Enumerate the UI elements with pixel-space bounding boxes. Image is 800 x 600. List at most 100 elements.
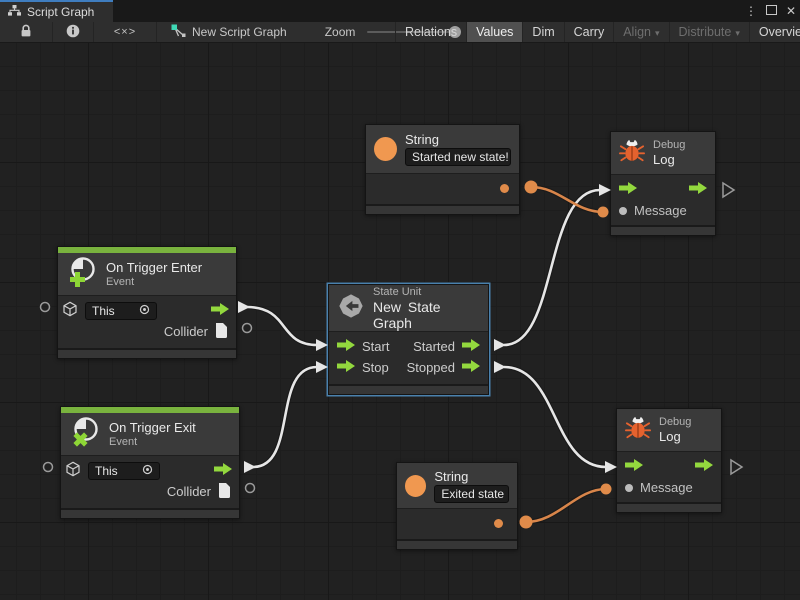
wire-arrow	[494, 361, 506, 373]
event-accent-bar	[61, 407, 239, 413]
carry-button[interactable]: Carry	[563, 22, 614, 42]
wire-stopped-to-debug-bottom[interactable]	[503, 365, 607, 469]
collider-label: Collider	[163, 324, 208, 339]
collider-file-icon[interactable]	[218, 482, 231, 502]
chevron-down-icon: ▾	[735, 28, 740, 38]
zoom-label: Zoom	[324, 25, 356, 39]
wire-trigger-exit-to-stop[interactable]	[252, 365, 318, 469]
relations-button[interactable]: Relations	[395, 22, 466, 42]
node-header[interactable]: State Unit New State Graph	[329, 285, 488, 331]
wire-string-top-to-message[interactable]	[530, 185, 604, 214]
node-on-trigger-exit[interactable]: On Trigger Exit Event This	[60, 406, 240, 519]
flow-input-port[interactable]	[619, 182, 637, 197]
window-menu-button[interactable]: ⋮	[744, 4, 757, 18]
wire-string-bottom-to-message[interactable]	[525, 487, 607, 524]
node-port-area	[366, 173, 519, 204]
unconnected-flow-out-port[interactable]	[722, 181, 736, 199]
message-label: Message	[634, 203, 687, 218]
node-state-unit[interactable]: State Unit New State Graph Start Started	[328, 284, 489, 395]
node-string-top[interactable]: String Started new state!	[365, 124, 520, 215]
state-unit-icon	[337, 292, 365, 325]
graph-canvas[interactable]: String Started new state!	[0, 43, 800, 600]
distribute-dropdown[interactable]: Distribute ▾	[668, 22, 749, 42]
unconnected-flow-out-port[interactable]	[730, 458, 744, 476]
zoom-slider[interactable]	[367, 26, 462, 38]
tab-bar: Script Graph ⋮ ✕	[0, 0, 800, 22]
code-preview-button[interactable]: <×>	[94, 22, 156, 42]
node-header[interactable]: String Exited state	[397, 463, 517, 508]
info-button[interactable]	[53, 22, 93, 42]
node-debug-log-top[interactable]: Debug Log Message	[610, 131, 716, 236]
unconnected-collider-port[interactable]	[244, 482, 256, 494]
align-dropdown[interactable]: Align ▾	[613, 22, 668, 42]
wire-arrow	[238, 301, 250, 313]
unconnected-this-port[interactable]	[39, 301, 51, 313]
dim-button[interactable]: Dim	[522, 22, 563, 42]
node-footer	[61, 508, 239, 518]
wire-arrow	[316, 361, 328, 373]
node-header[interactable]: String Started new state!	[366, 125, 519, 173]
message-input-port[interactable]	[625, 483, 633, 492]
node-footer	[617, 502, 721, 512]
flow-input-port[interactable]	[337, 339, 355, 354]
message-input-port[interactable]	[619, 206, 627, 215]
wire-trigger-enter-to-start[interactable]	[246, 305, 318, 347]
wire-arrow	[244, 461, 256, 473]
this-object-field[interactable]: This	[85, 301, 157, 320]
graph-breadcrumb[interactable]: New Script Graph	[171, 24, 287, 41]
wire-value-endpoint	[600, 483, 612, 495]
collider-file-icon[interactable]	[215, 322, 228, 342]
wire-arrow	[316, 339, 328, 351]
tab-script-graph[interactable]: Script Graph	[0, 0, 113, 22]
lock-button[interactable]	[0, 22, 52, 42]
node-string-bottom[interactable]: String Exited state	[396, 462, 518, 550]
flow-input-port[interactable]	[337, 360, 355, 375]
graph-name-label: New Script Graph	[192, 25, 287, 39]
this-object-field[interactable]: This	[88, 461, 160, 480]
flow-input-port[interactable]	[625, 459, 643, 474]
node-title: String	[404, 132, 439, 147]
wire-arrow	[494, 339, 506, 351]
node-port-area: This Collider	[61, 455, 239, 508]
node-port-area: This Collider	[58, 295, 236, 348]
flow-output-port[interactable]	[211, 303, 229, 318]
flow-output-port[interactable]	[695, 459, 713, 474]
node-title: String	[434, 468, 469, 484]
node-footer	[329, 384, 488, 394]
flow-output-port[interactable]	[462, 360, 480, 375]
flow-output-port[interactable]	[214, 463, 232, 478]
node-debug-log-bottom[interactable]: Debug Log Message	[616, 408, 722, 513]
flow-output-port[interactable]	[689, 182, 707, 197]
toolbar-right-group: Relations Values Dim Carry Align ▾ Distr…	[395, 22, 800, 42]
bug-icon	[619, 138, 645, 169]
object-picker-icon[interactable]	[142, 464, 153, 478]
stopped-port-label: Stopped	[406, 360, 455, 375]
node-footer	[397, 539, 517, 549]
string-value-input[interactable]: Started new state!	[404, 148, 511, 166]
node-header[interactable]: On Trigger Exit Event	[61, 413, 239, 455]
flow-output-port[interactable]	[462, 339, 480, 354]
node-on-trigger-enter[interactable]: On Trigger Enter Event This	[57, 246, 237, 359]
node-header[interactable]: Debug Log	[611, 132, 715, 174]
node-subtitle: Event	[106, 276, 135, 288]
info-icon	[66, 24, 80, 41]
unconnected-collider-port[interactable]	[241, 322, 253, 334]
object-picker-icon[interactable]	[139, 304, 150, 318]
node-header[interactable]: Debug Log	[617, 409, 721, 451]
wire-value-endpoint	[519, 515, 533, 529]
message-label: Message	[640, 480, 693, 495]
values-button[interactable]: Values	[466, 22, 523, 42]
string-value-input[interactable]: Exited state	[434, 484, 509, 503]
stop-port-label: Stop	[362, 360, 389, 375]
zoom-slider-handle[interactable]	[449, 26, 462, 38]
unconnected-this-port[interactable]	[42, 461, 54, 473]
maximize-button[interactable]	[765, 0, 777, 22]
trigger-exit-icon	[69, 416, 101, 453]
node-subtitle: Event	[109, 436, 138, 448]
node-title: On Trigger Enter	[106, 260, 203, 275]
string-output-port[interactable]	[494, 519, 503, 528]
overview-button[interactable]: Overview	[748, 22, 800, 42]
close-button[interactable]: ✕	[785, 4, 796, 18]
node-header[interactable]: On Trigger Enter Event	[58, 253, 236, 295]
string-output-port[interactable]	[500, 184, 509, 193]
